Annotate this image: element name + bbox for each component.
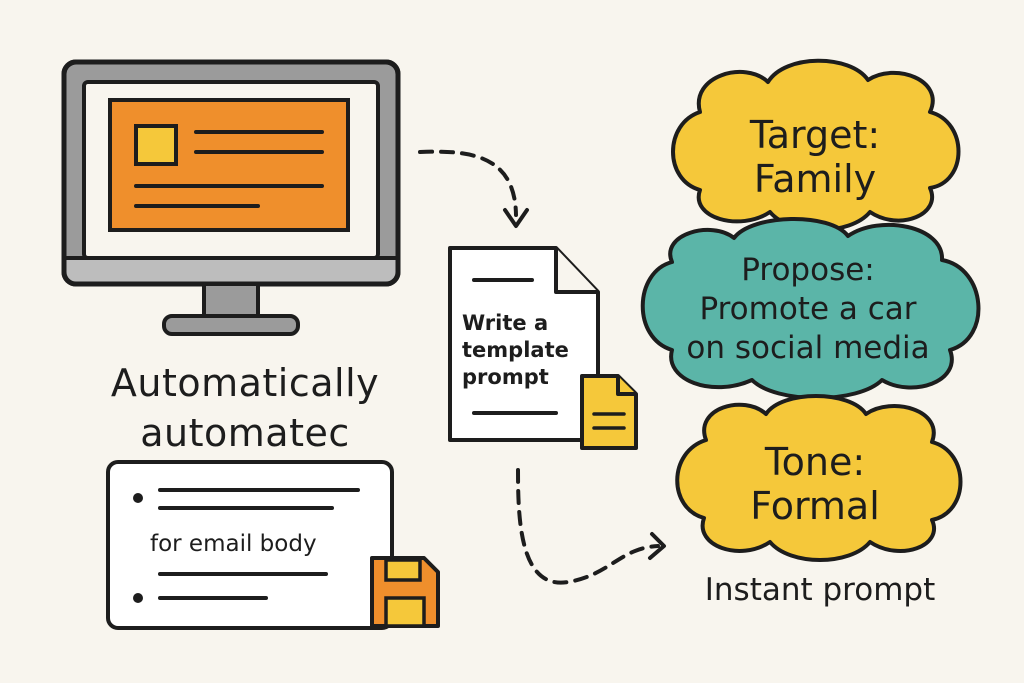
cloud-propose [640,217,981,400]
template-doc-line3: prompt [462,365,549,389]
monitor-caption-line2: automatec [140,411,350,455]
template-doc-line2: template [462,338,569,362]
cloud-target-line1: Target: [749,113,881,157]
arrow-doc-to-prompt [516,468,666,585]
cloud-propose-line1: Propose: [741,252,875,288]
template-doc-line1: Write a [462,311,549,335]
email-card [106,460,394,630]
cloud-target-text: Target: Family [690,113,940,201]
cloud-tone [675,394,963,562]
cloud-tone-text: Tone: Formal [690,440,940,528]
monitor-icon [61,59,401,336]
cloud-target-line2: Family [753,157,877,201]
email-card-text: for email body [150,531,317,557]
small-file-icon [580,374,638,450]
monitor-caption: Automatically automatec [80,358,410,458]
instant-prompt-label: Instant prompt [704,572,936,608]
monitor-caption-line1: Automatically [110,361,380,405]
floppy-disk-icon [370,556,440,628]
cloud-propose-line3: on social media [686,330,930,366]
cloud-tone-line1: Tone: [764,440,866,484]
cloud-propose-text: Propose: Promote a car on social media [658,251,958,368]
cloud-target [671,58,961,232]
cloud-tone-line2: Formal [750,484,880,528]
template-doc-text: Write a template prompt [462,310,602,391]
arrow-monitor-to-doc [418,149,529,228]
template-document-icon [448,246,600,442]
cloud-propose-line2: Promote a car [699,291,917,327]
